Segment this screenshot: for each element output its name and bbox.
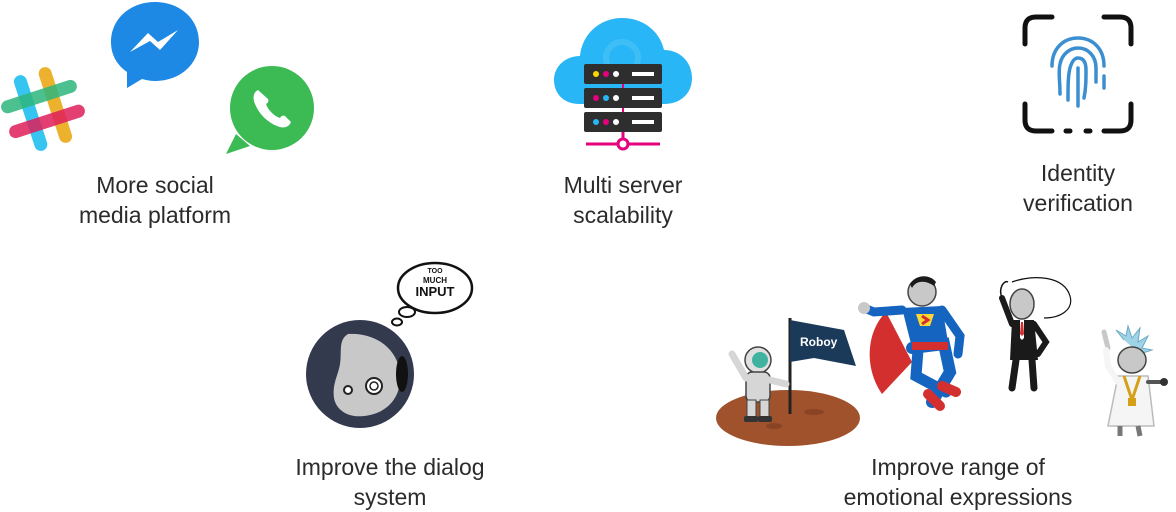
astronaut-icon: Roboy bbox=[716, 318, 860, 446]
fingerprint-scan-icon bbox=[1022, 14, 1134, 134]
emotion-label-line-1: Improve range of bbox=[871, 454, 1045, 480]
server-label-line-1: Multi server bbox=[563, 172, 683, 198]
robot-head-icon bbox=[306, 320, 414, 428]
dialog-system-label: Improve the dialog system bbox=[270, 452, 510, 512]
superhero-icon bbox=[858, 276, 965, 411]
thought-bubble-icon: TOO MUCH INPUT bbox=[388, 260, 478, 328]
whip-figure-icon bbox=[999, 277, 1072, 392]
emotion-label-line-2: emotional expressions bbox=[843, 484, 1073, 510]
messenger-icon bbox=[111, 2, 199, 88]
identity-label-line-1: Identity bbox=[1040, 160, 1116, 186]
bubble-text-much: MUCH bbox=[423, 276, 447, 285]
social-media-icons bbox=[0, 0, 320, 160]
server-scalability-label: Multi server scalability bbox=[513, 170, 733, 230]
social-media-label: More social media platform bbox=[40, 170, 270, 230]
rocker-figure-icon bbox=[1101, 324, 1168, 437]
bubble-text-too: TOO bbox=[427, 268, 443, 275]
bubble-text-input: INPUT bbox=[415, 284, 455, 299]
social-media-label-line-2: media platform bbox=[78, 202, 232, 228]
flag-text: Roboy bbox=[800, 335, 838, 349]
social-media-label-line-1: More social bbox=[96, 172, 214, 198]
emotional-expressions-label: Improve range of emotional expressions bbox=[818, 452, 1098, 512]
cloud-server-icon bbox=[554, 18, 692, 151]
identity-label-line-2: verification bbox=[1023, 190, 1133, 216]
dialog-label-line-2: system bbox=[353, 484, 427, 510]
whatsapp-icon bbox=[226, 66, 314, 154]
slack-icon bbox=[1, 67, 85, 151]
dialog-label-line-1: Improve the dialog bbox=[295, 454, 485, 480]
identity-verification-label: Identity verification bbox=[978, 158, 1176, 218]
server-label-line-2: scalability bbox=[573, 202, 673, 228]
